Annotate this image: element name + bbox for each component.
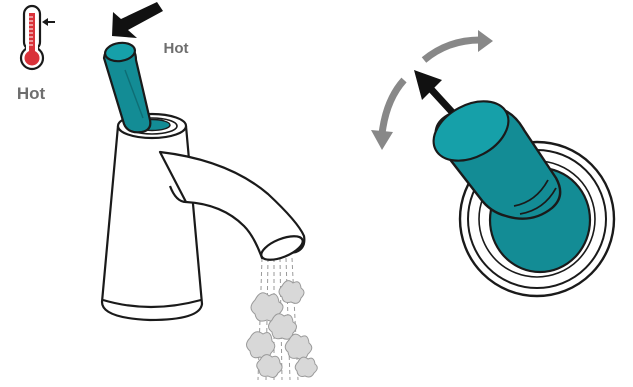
black-arrow-icon (112, 2, 163, 38)
water-stream (246, 257, 318, 381)
lever-handle (102, 41, 152, 134)
rotate-clockwise-arrow-icon (421, 30, 493, 63)
lever-label: Hot (164, 40, 189, 57)
faucet-body (100, 124, 306, 322)
black-rotation-arrow-icon (414, 70, 455, 115)
rotate-counterclockwise-arrow-icon (371, 77, 407, 150)
thermometer-label: Hot (17, 84, 46, 103)
thermometer-icon (19, 4, 45, 71)
handle-detail-view (432, 100, 616, 298)
thermometer-indicator-arrow-icon (42, 18, 55, 26)
